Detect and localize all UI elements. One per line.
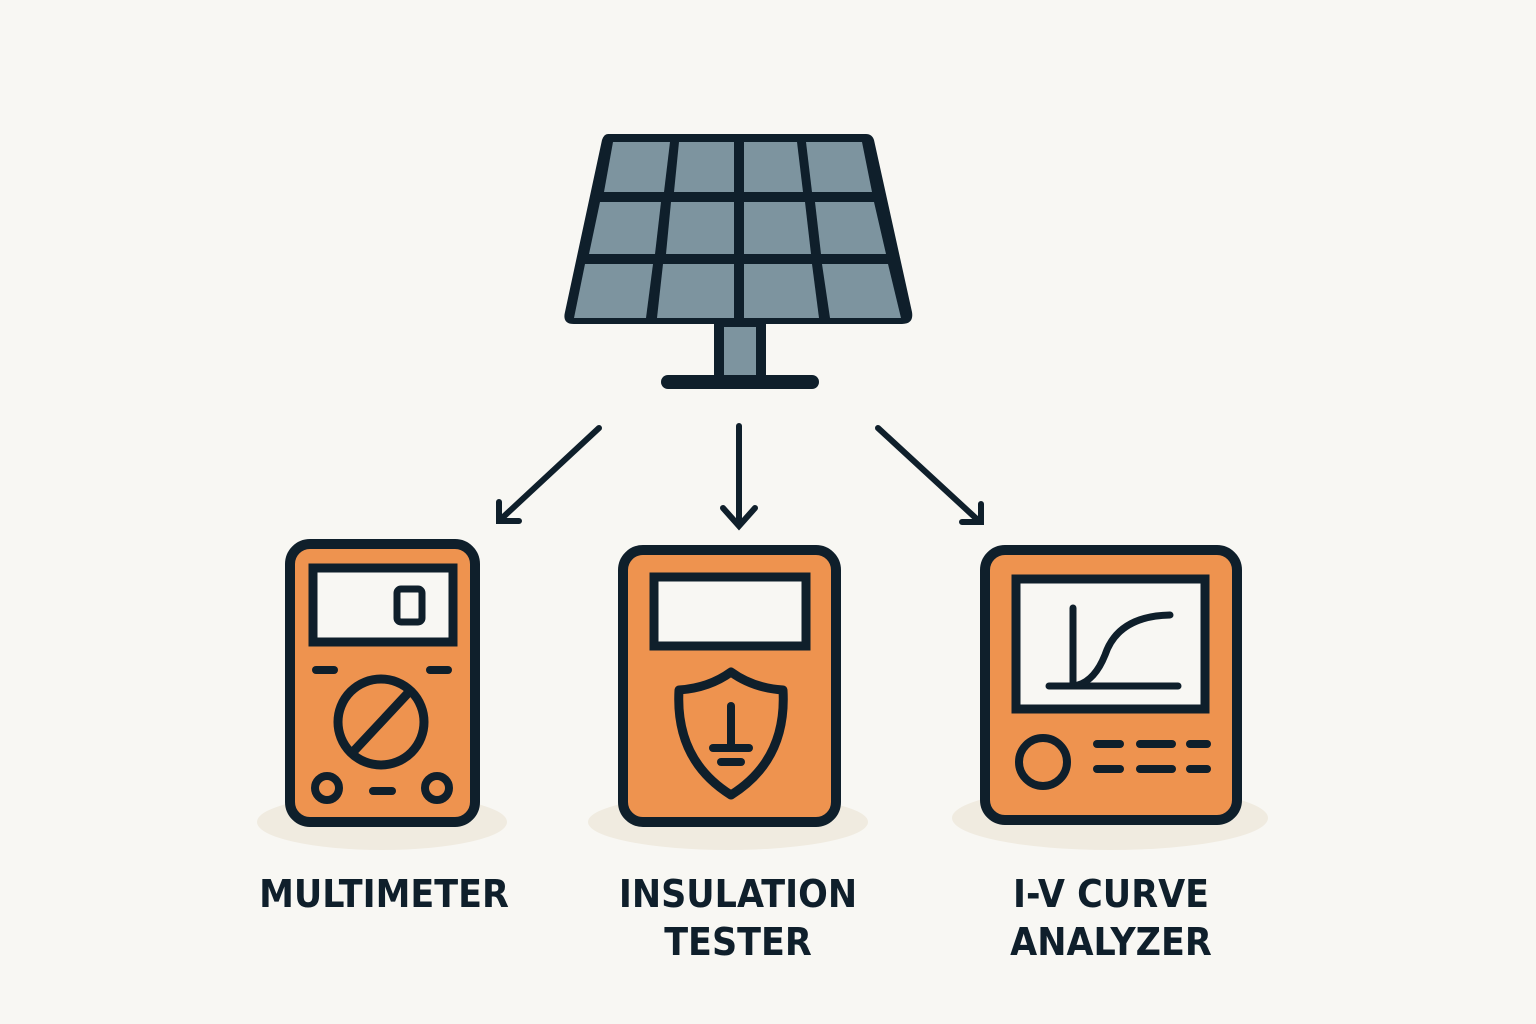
multimeter-icon bbox=[285, 539, 480, 827]
shield-ground-icon bbox=[674, 667, 788, 800]
insulation-tester-label-line-2: TESTER bbox=[664, 920, 812, 964]
curve-graph-icon bbox=[1045, 604, 1182, 690]
iv-curve-analyzer-label: I-V CURVE ANALYZER bbox=[968, 870, 1253, 966]
insulation-tester-label-line-1: INSULATION bbox=[618, 872, 858, 916]
insulation-tester-icon bbox=[618, 545, 841, 827]
arrow-to-multimeter bbox=[496, 425, 602, 524]
solar-panel-icon bbox=[564, 134, 913, 389]
multimeter-label: MULTIMETER bbox=[246, 870, 522, 918]
arrow-to-analyzer bbox=[875, 425, 984, 525]
iv-curve-analyzer-icon bbox=[980, 545, 1242, 825]
iv-curve-analyzer-label-line-1: I-V CURVE bbox=[1012, 872, 1210, 916]
multimeter-label-line: MULTIMETER bbox=[259, 872, 509, 916]
iv-curve-analyzer-label-line-2: ANALYZER bbox=[1010, 920, 1212, 964]
insulation-tester-label: INSULATION TESTER bbox=[600, 870, 876, 966]
arrow-to-insulation-tester bbox=[720, 423, 758, 531]
